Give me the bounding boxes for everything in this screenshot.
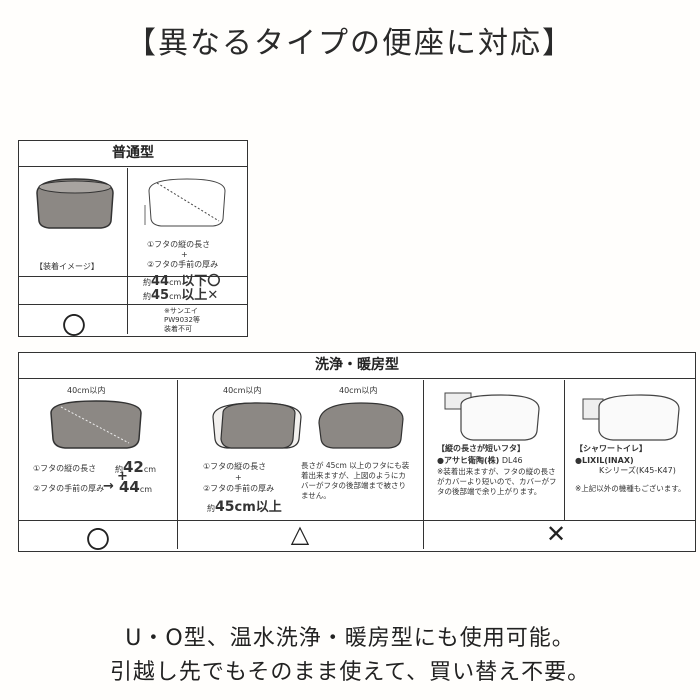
long-lid-side-illustration [318, 402, 404, 449]
compatible-mark: 〇 [86, 526, 110, 554]
compatible-mark: 〇 [62, 312, 86, 340]
shower-toilet-maker: ●LIXIL(INAX) [575, 456, 634, 465]
short-lid-illustration [444, 392, 540, 441]
ok-size-line: 約44cm以下〇 [143, 274, 221, 289]
width-label: 40cm以内 [339, 386, 378, 395]
standard-type-panel: 普通型 【装着イメージ】 ①フタの縦の長さ + ②フタの手前の厚み 約44cm以… [18, 140, 248, 340]
toilet-lid-illustration [36, 178, 114, 229]
size-value-a: 約42cm [115, 458, 157, 476]
measure-thickness: ②フタの手前の厚み [147, 260, 219, 269]
shower-toilet-model: Kシリーズ(K45-K47) [599, 466, 676, 475]
ng-size-line: 約45cm以上✕ [143, 288, 219, 303]
lid-measure-diagram [144, 178, 226, 227]
long-lid-note: 長さが 45cm 以上のフタにも装着出来ますが、上図のようにカバーがフタの後部端… [301, 461, 410, 500]
short-lid-maker: ●アサヒ衛陶(株) DL46 [437, 456, 523, 465]
width-label: 40cm以内 [223, 386, 262, 395]
short-lid-note: ※装着出来ますが、フタの縦の長さがカバーより短いので、カバーがフタの後部端で余り… [437, 467, 557, 496]
footer-line-2: 引越し先でもそのまま使えて、買い替え不要。 [109, 660, 591, 685]
shower-toilet-heading: 【シャワートイレ】 [575, 444, 647, 453]
washlet-lid-illustration [50, 400, 142, 449]
measure-thickness: ②フタの手前の厚み [33, 484, 105, 493]
standard-type-header: 普通型 [19, 141, 247, 167]
plus-sign: + [181, 250, 188, 259]
image-label: 【装着イメージ】 [35, 262, 99, 271]
footer-line-1: U・O型、温水洗浄・暖房型にも使用可能。 [125, 626, 575, 651]
arrow: → [103, 479, 114, 494]
size-value-b: 44cm [119, 478, 153, 496]
measure-length: ①フタの縦の長さ [203, 462, 267, 471]
washlet-type-panel: 洗浄・暖房型 40cm以内 ①フタの縦の長さ ②フタの手前の厚み 約42cm +… [18, 352, 696, 554]
measure-thickness: ②フタの手前の厚み [203, 484, 275, 493]
washlet-type-header: 洗浄・暖房型 [19, 353, 695, 379]
measure-length: ①フタの縦の長さ [147, 240, 211, 249]
size-result: 約45cm以上 [207, 499, 282, 515]
partial-mark: △ [290, 520, 310, 548]
incompatible-mark: ✕ [545, 520, 567, 548]
incompatible-note: ※サンエイ PW9032等 装着不可 [164, 307, 200, 333]
plus-sign: + [117, 469, 128, 484]
shower-toilet-note: ※上記以外の機種もございます。 [575, 484, 686, 493]
shower-toilet-illustration [582, 394, 680, 441]
short-lid-heading: 【縦の長さが短いフタ】 [437, 444, 525, 453]
width-label: 40cm以内 [67, 386, 106, 395]
measure-length: ①フタの縦の長さ [33, 464, 97, 473]
page-title: 【異なるタイプの便座に対応】 [126, 26, 574, 61]
long-lid-illustration [212, 402, 302, 449]
plus-sign: + [235, 473, 242, 482]
